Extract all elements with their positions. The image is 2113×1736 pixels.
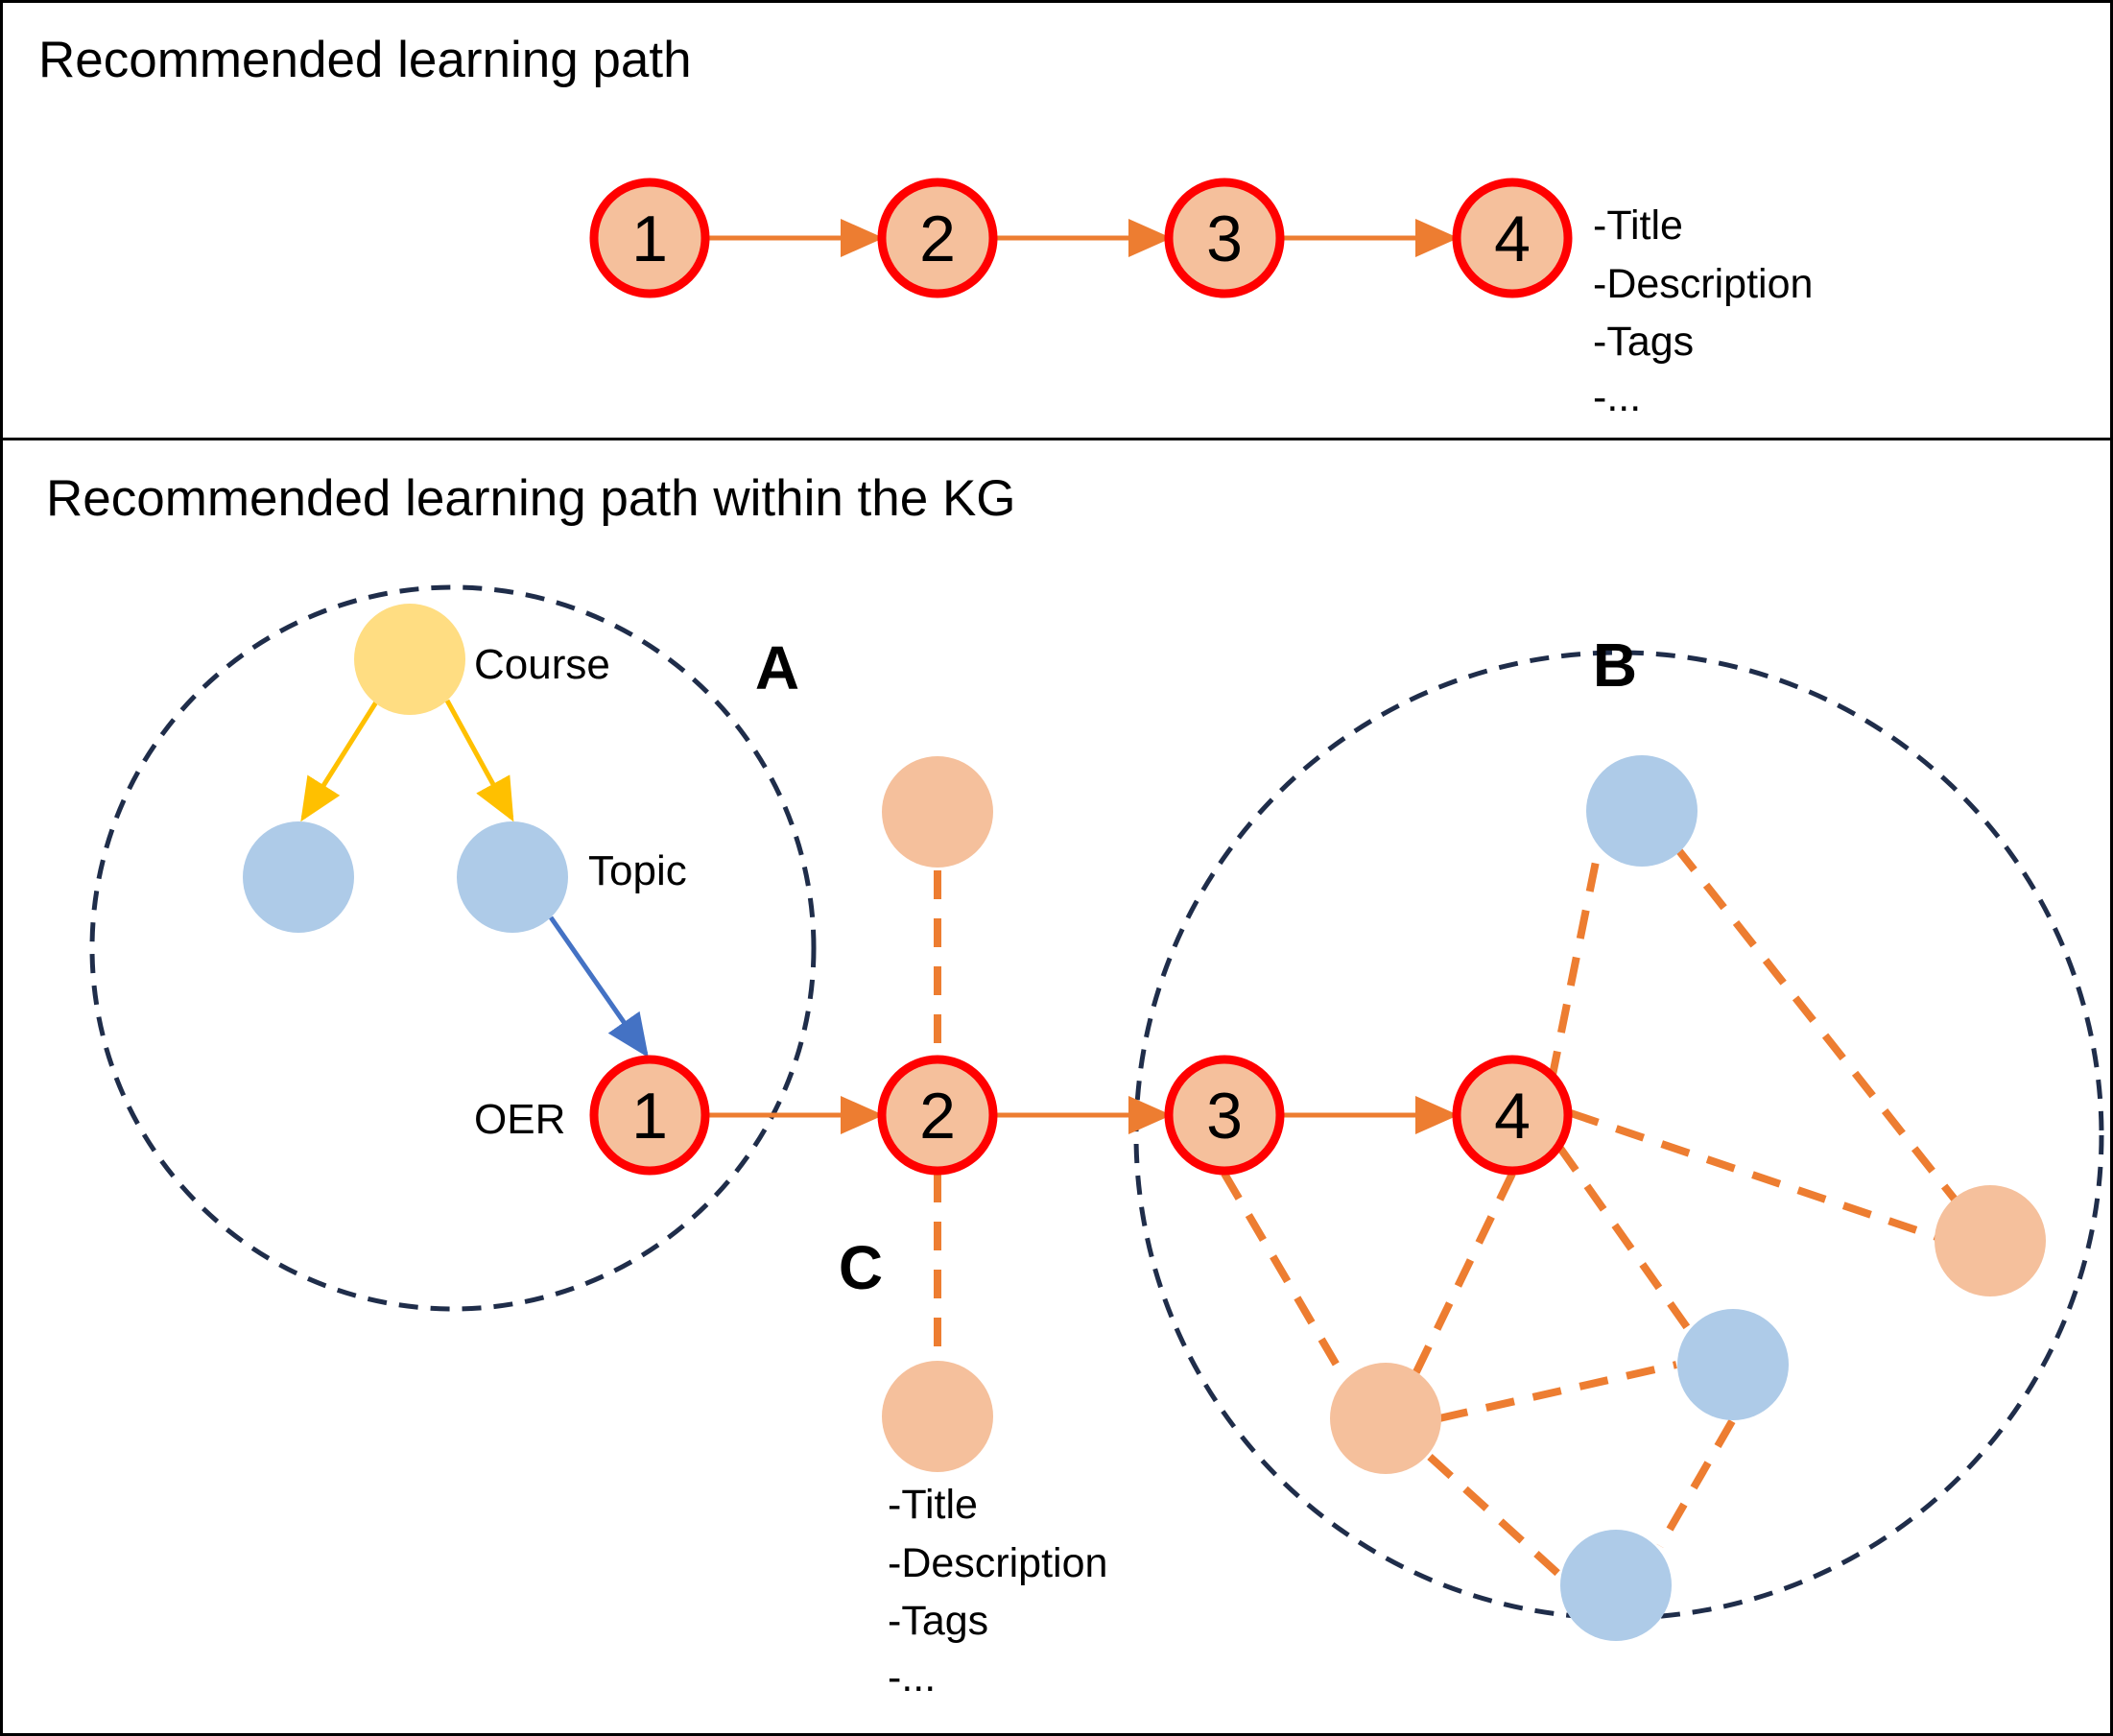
cluster-b-outline (1133, 650, 2104, 1621)
kg-edge-3-orange-bottom (1221, 1171, 1349, 1383)
bottom-attribute-list: -Title -Description -Tags -... (888, 1482, 1107, 1700)
top-attribute-list: -Title -Description -Tags -... (1593, 202, 1813, 420)
bottom-path-node-2-label: 2 (919, 1080, 956, 1153)
cluster-a-outline (89, 584, 817, 1312)
bottom-path-node-2: 2 (877, 1055, 998, 1176)
top-attribute-more: -... (1593, 374, 1641, 420)
kg-dashed-edges (934, 844, 1959, 1577)
top-path-node-4-label: 4 (1494, 202, 1531, 275)
branch-c-top-node (882, 756, 993, 868)
bottom-attribute-description: -Description (888, 1540, 1107, 1586)
top-path-node-3: 3 (1164, 178, 1285, 298)
cluster-b-blue-bottom-node (1560, 1530, 1672, 1641)
kg-edge-blue-top-orange-right (1673, 844, 1959, 1203)
top-path-node-1: 1 (589, 178, 710, 298)
top-attribute-tags: -Tags (1593, 319, 1694, 365)
top-path-node-4: 4 (1452, 178, 1573, 298)
top-path-node-2-label: 2 (919, 202, 956, 275)
bottom-path-node-3: 3 (1164, 1055, 1285, 1176)
kg-edge-4-orange-bottom (1409, 1172, 1516, 1382)
bottom-path-node-1: 1 (589, 1055, 710, 1176)
cluster-b-blue-mid-node (1677, 1309, 1789, 1420)
region-label-a: A (755, 633, 799, 702)
kg-edge-blue-mid-blue-bottom (1656, 1419, 1736, 1548)
branch-c-bottom-node (882, 1361, 993, 1472)
bottom-path-node-3-label: 3 (1206, 1080, 1243, 1153)
bottom-attribute-more: -... (888, 1654, 936, 1700)
top-panel-title: Recommended learning path (38, 32, 692, 88)
topic-node-left (243, 821, 354, 933)
kg-edge-orange-bottom-blue-bottom (1427, 1454, 1561, 1577)
bottom-panel-frame (0, 438, 2113, 1736)
bottom-path-node-4-label: 4 (1494, 1080, 1531, 1153)
course-label: Course (474, 641, 610, 688)
kg-edge-4-blue-top (1548, 846, 1603, 1081)
cluster-b-orange-right-node (1935, 1185, 2046, 1296)
top-attribute-description: -Description (1593, 261, 1813, 307)
bottom-path-node-1-label: 1 (631, 1080, 668, 1153)
bottom-panel-title: Recommended learning path within the KG (46, 470, 1016, 527)
course-to-topic-left-edge (300, 699, 380, 822)
kg-edge-4-blue-mid (1555, 1144, 1691, 1330)
topic-label: Topic (588, 847, 687, 894)
course-to-topic-edge (444, 699, 514, 822)
region-label-c: C (839, 1233, 883, 1302)
top-attribute-title: -Title (1593, 202, 1683, 249)
cluster-b-orange-bottom-node (1330, 1363, 1441, 1474)
region-label-b: B (1593, 630, 1637, 700)
bottom-attribute-title: -Title (888, 1482, 978, 1528)
kg-edge-orange-bottom-blue-mid (1438, 1361, 1677, 1422)
top-path-node-3-label: 3 (1206, 202, 1243, 275)
top-path-node-1-label: 1 (631, 202, 668, 275)
course-node (354, 604, 465, 715)
kg-edge-4-orange-right (1569, 1109, 1944, 1243)
bottom-path-node-4: 4 (1452, 1055, 1573, 1176)
bottom-attribute-tags: -Tags (888, 1598, 988, 1644)
topic-to-oer-edge (548, 916, 649, 1058)
top-path-node-2: 2 (877, 178, 998, 298)
topic-node (457, 821, 568, 933)
oer-label: OER (474, 1096, 565, 1143)
cluster-b-blue-top-node (1586, 755, 1698, 867)
